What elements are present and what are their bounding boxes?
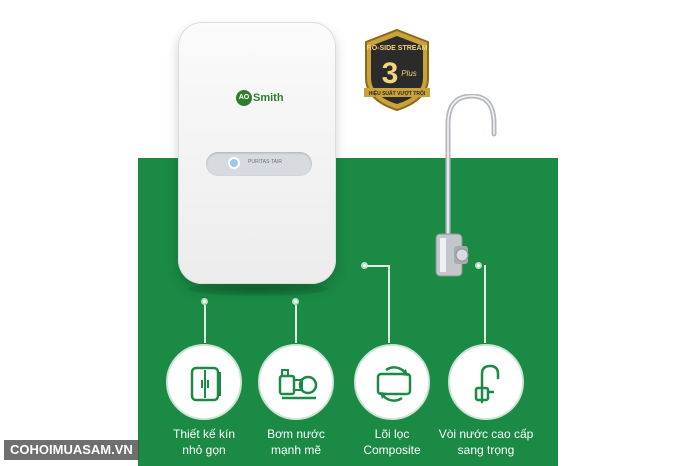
compact-cabinet-icon — [190, 366, 221, 402]
connector-line-1 — [204, 305, 206, 343]
connector-dot-4 — [475, 262, 482, 269]
panel-label: PURITAS·TAIR — [248, 159, 282, 165]
site-watermark: COHOIMUASAM.VN — [4, 440, 139, 460]
feature-circle-filter — [354, 344, 430, 420]
badge-ribbon-text: HIỆU SUẤT VƯỢT TRỘI — [369, 89, 426, 97]
badge-number: 3 — [382, 57, 399, 90]
connector-line-3 — [388, 265, 390, 343]
connector-elbow-3 — [367, 265, 389, 267]
feature-circle-pump — [258, 344, 334, 420]
badge-word: Plus — [401, 69, 417, 78]
purifier-shadow — [188, 282, 328, 296]
connector-dot-2 — [292, 298, 299, 305]
connector-dot-1 — [201, 298, 208, 305]
logo-mark: AO — [236, 90, 252, 106]
connector-line-2 — [295, 305, 297, 343]
badge-arc-text: RO-SIDE STREAM — [367, 45, 428, 52]
feature-circle-compact — [166, 344, 242, 420]
faucet-icon — [474, 364, 500, 404]
control-panel — [206, 152, 312, 176]
power-indicator-icon — [228, 157, 240, 169]
logo-text: Smith — [253, 91, 284, 104]
connector-line-4 — [484, 265, 486, 343]
feature-circle-faucet — [448, 344, 524, 420]
ro-side-stream-badge: RO-SIDE STREAM 3 Plus HIỆU SUẤT VƯỢT TRỘ… — [364, 28, 430, 112]
faucet-product — [435, 94, 497, 277]
pump-icon — [278, 369, 318, 400]
filter-rotate-icon — [376, 366, 412, 402]
